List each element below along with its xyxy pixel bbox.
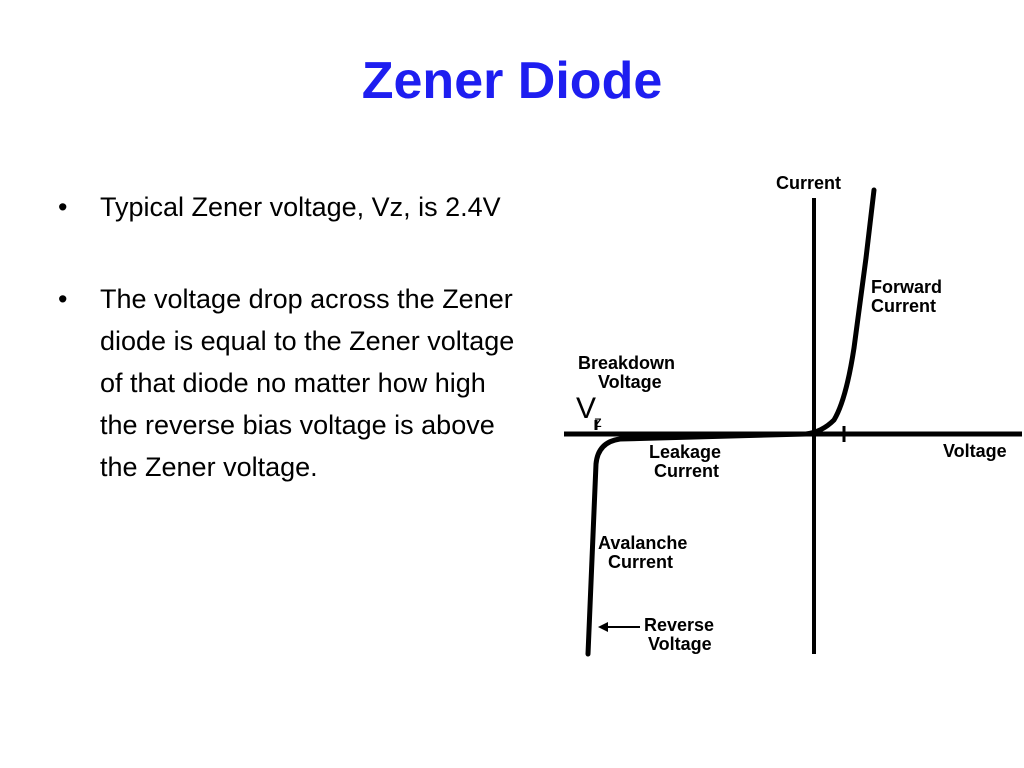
slide-title: Zener Diode — [361, 52, 663, 110]
breakdown-voltage-label: Voltage — [598, 372, 662, 392]
avalanche-current-label: Current — [608, 552, 673, 572]
forward-current-label: Current — [871, 296, 936, 316]
bullet-dot: • — [58, 192, 68, 222]
vz-label: V — [576, 392, 596, 425]
zener-characteristic-curve — [585, 187, 877, 657]
current-axis-label: Current — [776, 173, 841, 193]
breakdown-voltage-label: Breakdown — [578, 353, 675, 373]
reverse-voltage-label: Reverse — [644, 615, 714, 635]
voltage-axis-label: Voltage — [943, 441, 1007, 461]
vz-subscript: z — [594, 414, 602, 431]
bullet-text: Typical Zener voltage, Vz, is 2.4V — [100, 192, 501, 222]
avalanche-current-label: Avalanche — [598, 533, 687, 553]
bullet-list: • Typical Zener voltage, Vz, is 2.4V • T… — [58, 186, 518, 538]
reverse-voltage-arrowhead — [598, 622, 608, 632]
forward-current-label: Forward — [871, 277, 942, 297]
leakage-current-label: Leakage — [649, 442, 721, 462]
bullet-text: The voltage drop across the Zener diode … — [100, 284, 515, 482]
bullet-dot: • — [58, 284, 68, 314]
bullet-item: • The voltage drop across the Zener diod… — [58, 278, 518, 488]
bullet-item: • Typical Zener voltage, Vz, is 2.4V — [58, 186, 518, 228]
zener-iv-diagram: Current Voltage Forward Current Breakdow… — [564, 173, 1022, 657]
leakage-current-label: Current — [654, 461, 719, 481]
reverse-voltage-label: Voltage — [648, 634, 712, 654]
